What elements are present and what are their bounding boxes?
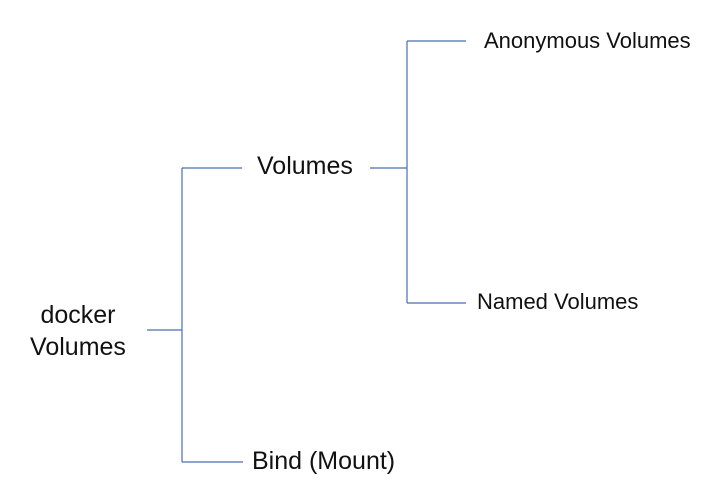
root-label-docker: docker	[40, 301, 116, 329]
leaf-node-named-volumes: Named Volumes	[477, 289, 639, 314]
leaf-node-anonymous-volumes: Anonymous Volumes	[484, 28, 691, 53]
branch-node-bind-mount: Bind (Mount)	[252, 447, 396, 475]
root-node-docker-volumes: docker Volumes	[22, 299, 134, 363]
branch-node-volumes: Volumes	[257, 152, 353, 180]
root-label-volumes: Volumes	[30, 333, 126, 361]
